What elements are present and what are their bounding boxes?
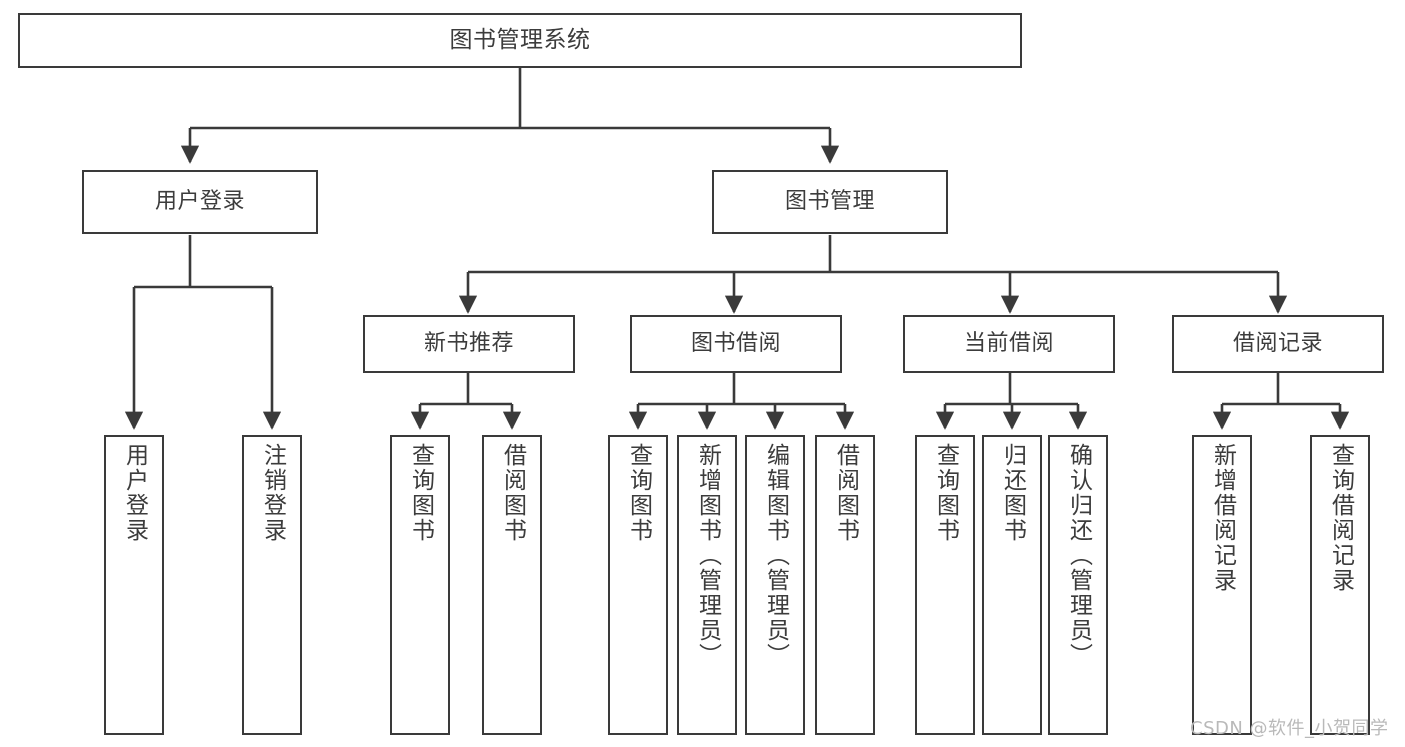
node-leaf-query-book-3-label: 查询图书	[932, 443, 959, 543]
node-leaf-query-book-1[interactable]: 查询图书	[390, 435, 450, 735]
node-leaf-user-login-label: 用户登录	[121, 443, 148, 543]
node-leaf-query-book-2[interactable]: 查询图书	[608, 435, 668, 735]
node-leaf-query-book-2-label: 查询图书	[625, 443, 652, 543]
csdn-watermark: CSDN @软件_小贺同学	[1190, 718, 1389, 739]
node-leaf-borrow-book-1[interactable]: 借阅图书	[482, 435, 542, 735]
node-leaf-logout-login-label: 注销登录	[259, 443, 286, 543]
node-book-borrow-label: 图书借阅	[690, 331, 781, 357]
node-leaf-query-book-3[interactable]: 查询图书	[915, 435, 975, 735]
node-leaf-borrow-book-2-label: 借阅图书	[832, 443, 859, 543]
node-leaf-confirm-return-label: 确认归还（管理员）	[1065, 443, 1092, 668]
node-root-system-label: 图书管理系统	[449, 27, 591, 54]
node-root-system[interactable]: 图书管理系统	[18, 13, 1022, 68]
node-leaf-query-record-label: 查询借阅记录	[1327, 443, 1354, 593]
node-book-borrow[interactable]: 图书借阅	[630, 315, 842, 373]
node-book-management-label: 图书管理	[784, 189, 875, 215]
node-leaf-edit-book[interactable]: 编辑图书（管理员）	[745, 435, 805, 735]
node-leaf-return-book-label: 归还图书	[999, 443, 1026, 543]
node-leaf-query-book-1-label: 查询图书	[407, 443, 434, 543]
node-new-book-recommend[interactable]: 新书推荐	[363, 315, 575, 373]
node-new-book-recommend-label: 新书推荐	[423, 331, 514, 357]
node-user-login[interactable]: 用户登录	[82, 170, 318, 234]
node-current-borrow-label: 当前借阅	[963, 331, 1054, 357]
node-leaf-query-record[interactable]: 查询借阅记录	[1310, 435, 1370, 735]
node-leaf-confirm-return[interactable]: 确认归还（管理员）	[1048, 435, 1108, 735]
node-leaf-edit-book-label: 编辑图书（管理员）	[762, 443, 789, 668]
node-current-borrow[interactable]: 当前借阅	[903, 315, 1115, 373]
node-borrow-record-label: 借阅记录	[1232, 331, 1323, 357]
node-book-management[interactable]: 图书管理	[712, 170, 948, 234]
node-leaf-add-record-label: 新增借阅记录	[1209, 443, 1236, 593]
node-leaf-add-book-label: 新增图书（管理员）	[694, 443, 721, 668]
node-borrow-record[interactable]: 借阅记录	[1172, 315, 1384, 373]
node-leaf-borrow-book-1-label: 借阅图书	[499, 443, 526, 543]
node-leaf-return-book[interactable]: 归还图书	[982, 435, 1042, 735]
node-user-login-label: 用户登录	[154, 189, 245, 215]
node-leaf-user-login[interactable]: 用户登录	[104, 435, 164, 735]
node-leaf-add-book[interactable]: 新增图书（管理员）	[677, 435, 737, 735]
node-leaf-logout-login[interactable]: 注销登录	[242, 435, 302, 735]
node-leaf-borrow-book-2[interactable]: 借阅图书	[815, 435, 875, 735]
node-leaf-add-record[interactable]: 新增借阅记录	[1192, 435, 1252, 735]
